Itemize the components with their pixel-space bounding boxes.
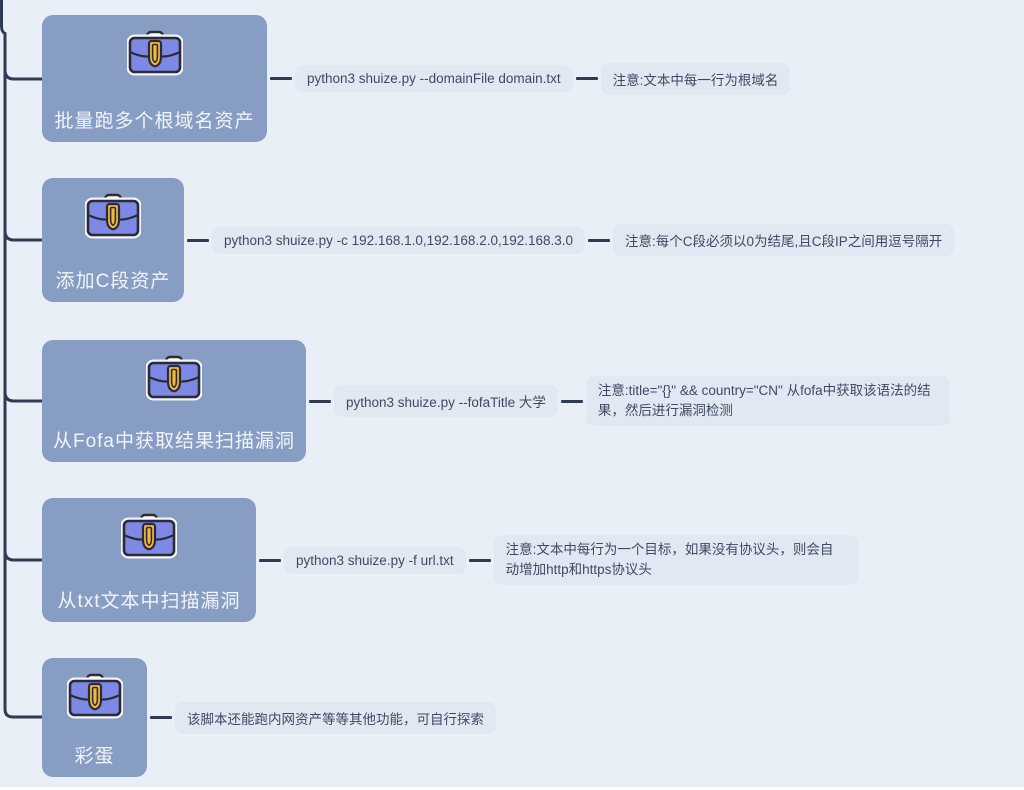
briefcase-icon bbox=[67, 671, 123, 724]
connector-line bbox=[588, 238, 611, 242]
connector-line bbox=[560, 399, 583, 403]
branch-connector-lines bbox=[0, 0, 42, 719]
topic-node-label: 添加C段资产 bbox=[55, 271, 171, 292]
topic-node-c-segment[interactable]: 添加C段资产 bbox=[42, 178, 184, 302]
briefcase-icon bbox=[121, 511, 177, 564]
topic-row: 批量跑多个根域名资产 python3 shuize.py --domainFil… bbox=[42, 15, 791, 142]
topic-node-label: 批量跑多个根域名资产 bbox=[54, 111, 255, 132]
command-box[interactable]: python3 shuize.py -c 192.168.1.0,192.168… bbox=[212, 226, 586, 254]
connector-line bbox=[187, 238, 209, 242]
command-box[interactable]: python3 shuize.py -f url.txt bbox=[284, 546, 466, 574]
connector-line bbox=[575, 77, 598, 80]
command-box[interactable]: python3 shuize.py --domainFile domain.tx… bbox=[295, 65, 573, 92]
briefcase-icon bbox=[85, 191, 141, 244]
topic-row: 彩蛋 该脚本还能跑内网资产等等其他功能，可自行探索 bbox=[42, 658, 496, 777]
topic-node-label: 彩蛋 bbox=[74, 746, 115, 767]
note-box[interactable]: 注意:title="{}" && country="CN" 从fofa中获取该语… bbox=[585, 376, 950, 426]
note-box[interactable]: 注意:每个C段必须以0为结尾,且C段IP之间用逗号隔开 bbox=[613, 224, 955, 256]
topic-node-easter-egg[interactable]: 彩蛋 bbox=[42, 658, 147, 777]
connector-line bbox=[468, 558, 491, 562]
topic-node-fofa[interactable]: 从Fofa中获取结果扫描漏洞 bbox=[42, 340, 306, 462]
command-box[interactable]: python3 shuize.py --fofaTitle 大学 bbox=[334, 385, 558, 417]
connector-line bbox=[270, 77, 292, 80]
connector-line bbox=[259, 558, 281, 562]
connector-line bbox=[309, 399, 331, 403]
note-box[interactable]: 注意:文本中每一行为根域名 bbox=[600, 62, 791, 95]
topic-row: 添加C段资产 python3 shuize.py -c 192.168.1.0,… bbox=[42, 178, 955, 302]
connector-line bbox=[150, 716, 172, 719]
briefcase-icon bbox=[127, 28, 183, 81]
topic-row: 从Fofa中获取结果扫描漏洞 python3 shuize.py --fofaT… bbox=[42, 340, 950, 462]
note-box[interactable]: 该脚本还能跑内网资产等等其他功能，可自行探索 bbox=[175, 701, 496, 734]
topic-node-batch-domains[interactable]: 批量跑多个根域名资产 bbox=[42, 15, 267, 142]
page-bottom-edge bbox=[0, 787, 1024, 790]
note-box[interactable]: 注意:文本中每行为一个目标，如果没有协议头，则会自动增加http和https协议… bbox=[493, 535, 858, 585]
briefcase-icon bbox=[146, 353, 202, 406]
topic-node-txt-scan[interactable]: 从txt文本中扫描漏洞 bbox=[42, 498, 256, 622]
topic-node-label: 从Fofa中获取结果扫描漏洞 bbox=[52, 431, 296, 452]
topic-row: 从txt文本中扫描漏洞 python3 shuize.py -f url.txt… bbox=[42, 498, 858, 622]
topic-node-label: 从txt文本中扫描漏洞 bbox=[57, 591, 241, 612]
